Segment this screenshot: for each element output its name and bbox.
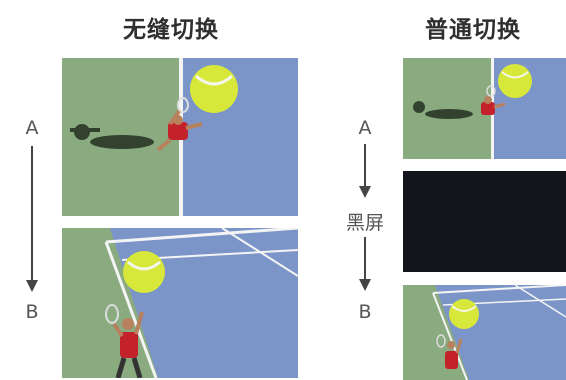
tennis-player	[105, 304, 144, 378]
right-down-arrow-2	[359, 237, 371, 291]
left-label-a: A	[25, 117, 39, 139]
tennis-player	[436, 334, 463, 369]
right-down-arrow-1	[359, 144, 371, 198]
player-shadow	[70, 124, 154, 149]
left-frame-b	[62, 228, 298, 378]
normal-switch-title: 普通切换	[425, 17, 521, 43]
left-frame-a	[62, 58, 298, 216]
left-down-arrow	[26, 146, 38, 292]
tennis-player	[481, 85, 506, 115]
tennis-ball	[123, 251, 165, 293]
right-frame-a	[403, 58, 566, 159]
right-label-black-screen: 黑屏	[345, 212, 384, 234]
tennis-player	[156, 97, 203, 152]
black-screen-frame	[403, 171, 566, 272]
right-frame-b	[403, 285, 566, 380]
seamless-switch-title: 无缝切换	[123, 17, 219, 43]
right-label-b: B	[358, 301, 372, 323]
tennis-ball	[449, 299, 479, 329]
tennis-ball	[498, 64, 532, 98]
right-label-a: A	[358, 117, 372, 139]
left-label-b: B	[25, 301, 39, 323]
tennis-ball	[190, 65, 238, 113]
